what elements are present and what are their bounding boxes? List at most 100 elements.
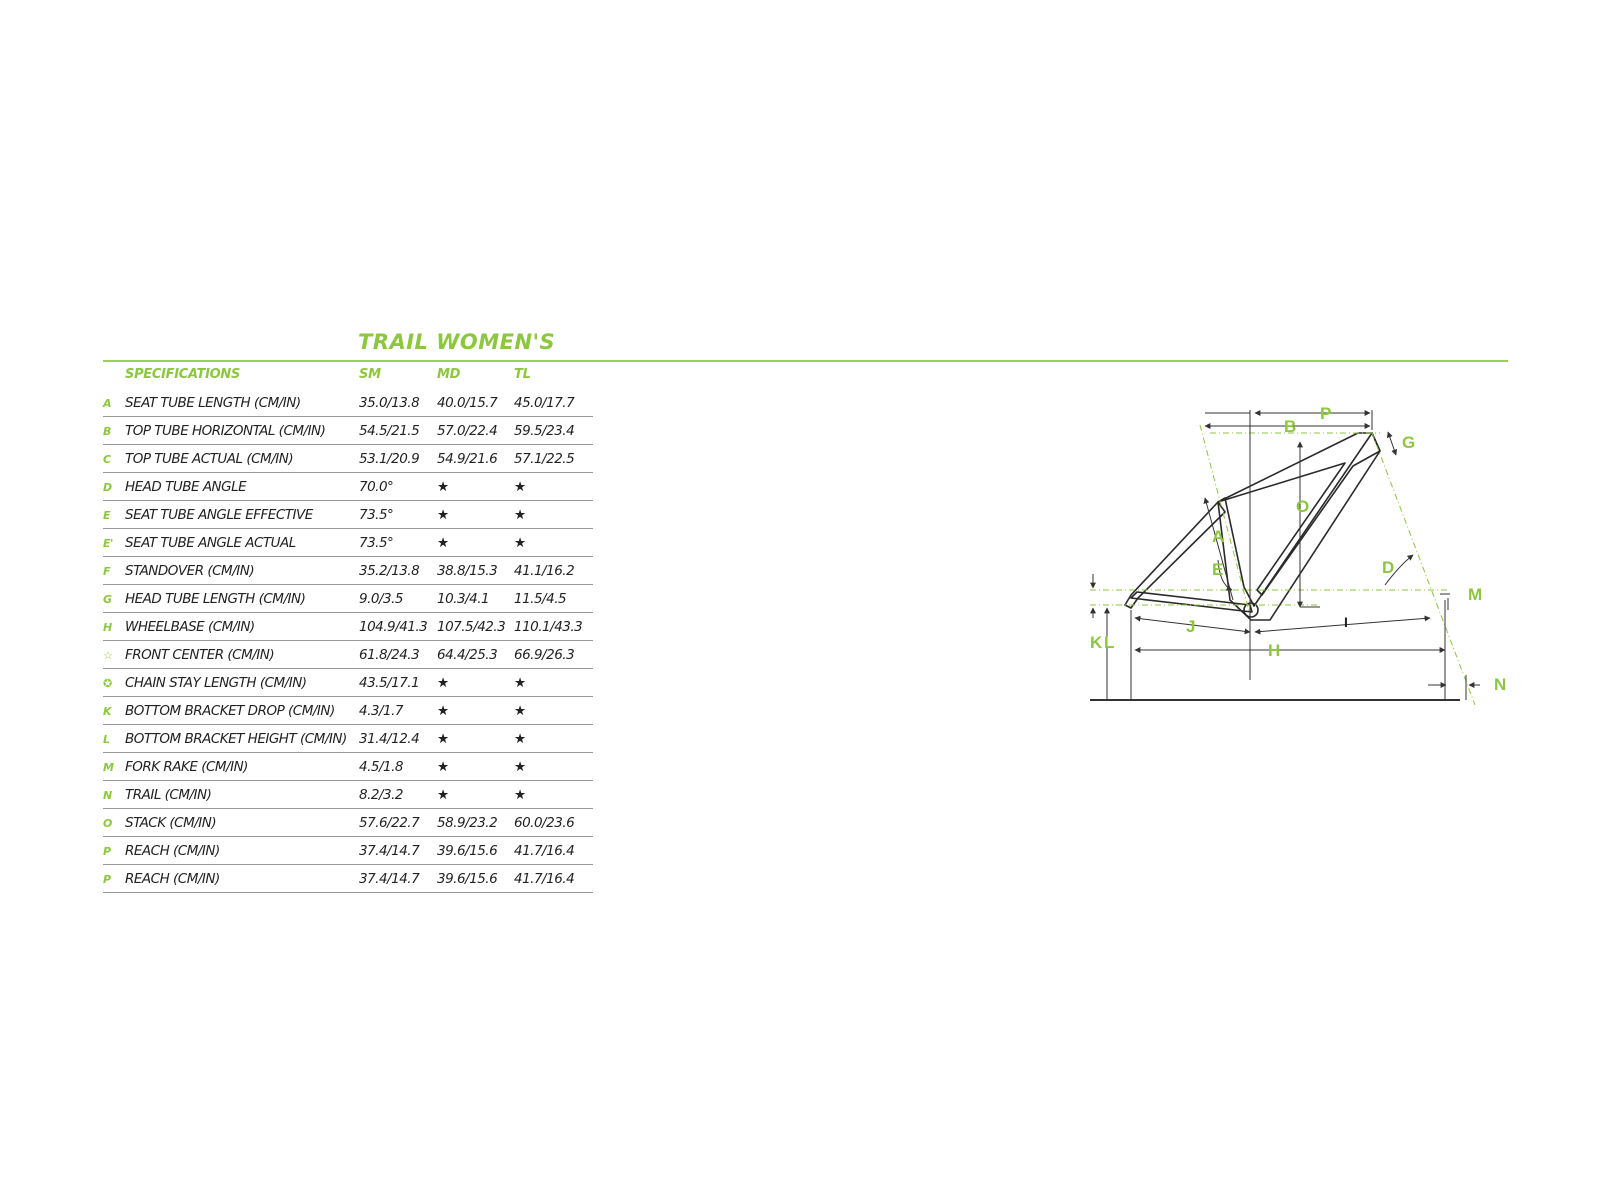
row-tl: ★	[514, 731, 526, 747]
row-name: BOTTOM BRACKET DROP (CM/IN)	[125, 703, 335, 719]
row-key: N	[103, 789, 112, 802]
row-name: REACH (CM/IN)	[125, 843, 220, 859]
row-tl: ★	[514, 703, 526, 719]
row-md: 40.0/15.7	[437, 395, 498, 411]
label-o: O	[1296, 497, 1309, 516]
row-md: ★	[437, 787, 449, 803]
row-sm: 57.6/22.7	[359, 815, 420, 831]
row-key: G	[103, 593, 112, 606]
row-sm: 37.4/14.7	[359, 843, 420, 859]
row-tl: ★	[514, 759, 526, 775]
row-md: ★	[437, 507, 449, 523]
row-tl: 59.5/23.4	[514, 423, 575, 439]
label-e: E	[1212, 560, 1223, 579]
row-md: ★	[437, 759, 449, 775]
label-b: B	[1284, 417, 1296, 436]
row-name: FORK RAKE (CM/IN)	[125, 759, 248, 775]
row-md: ★	[437, 703, 449, 719]
row-md: 39.6/15.6	[437, 871, 498, 887]
row-md: 10.3/4.1	[437, 591, 490, 607]
label-h: H	[1268, 641, 1280, 660]
row-md: 38.8/15.3	[437, 563, 498, 579]
row-md: 107.5/42.3	[437, 619, 506, 635]
row-key: F	[103, 565, 111, 578]
row-sm: 104.9/41.3	[359, 619, 428, 635]
row-name: CHAIN STAY LENGTH (CM/IN)	[125, 675, 307, 691]
row-key: D	[103, 481, 112, 494]
label-j: J	[1186, 617, 1195, 636]
row-name: HEAD TUBE ANGLE	[125, 479, 247, 495]
row-key: C	[103, 453, 111, 466]
row-sm: 35.2/13.8	[359, 563, 420, 579]
row-sm: 4.3/1.7	[359, 703, 404, 719]
row-md: ★	[437, 675, 449, 691]
row-name: STANDOVER (CM/IN)	[125, 563, 255, 579]
row-sm: 73.5°	[359, 507, 394, 523]
header-sm: SM	[359, 367, 381, 382]
label-i: I	[1344, 614, 1348, 630]
row-sm: 61.8/24.3	[359, 647, 420, 663]
row-tl: ★	[514, 675, 526, 691]
page-title: TRAIL WOMEN'S	[358, 330, 556, 354]
row-tl: ★	[514, 535, 526, 551]
row-tl: ★	[514, 479, 526, 495]
table-row: M FORK RAKE (CM/IN) 4.5/1.8 ★ ★	[103, 753, 593, 781]
row-key: L	[103, 733, 110, 746]
label-l: L	[1104, 633, 1114, 652]
header-specifications: SPECIFICATIONS	[125, 367, 241, 382]
table-row: A SEAT TUBE LENGTH (CM/IN) 35.0/13.8 40.0/1…	[103, 389, 593, 417]
row-tl: 110.1/43.3	[514, 619, 583, 635]
header-tl: TL	[514, 367, 531, 382]
row-md: 54.9/21.6	[437, 451, 498, 467]
row-key: P	[103, 845, 111, 858]
table-row: P REACH (CM/IN) 37.4/14.7 39.6/15.6 41.7/16.…	[103, 837, 593, 865]
row-md: ★	[437, 731, 449, 747]
row-key: K	[103, 705, 112, 718]
row-sm: 43.5/17.1	[359, 675, 420, 691]
table-row: ✪ CHAIN STAY LENGTH (CM/IN) 43.5/17.1 ★ ★	[103, 669, 593, 697]
label-p: P	[1320, 404, 1331, 423]
row-sm: 73.5°	[359, 535, 394, 551]
row-md: ★	[437, 479, 449, 495]
row-name: TRAIL (CM/IN)	[125, 787, 212, 803]
row-key: E	[103, 509, 111, 522]
row-name: SEAT TUBE ANGLE EFFECTIVE	[125, 507, 313, 523]
row-name: STACK (CM/IN)	[125, 815, 217, 831]
dimension-lines	[1090, 410, 1480, 701]
row-key: H	[103, 621, 112, 634]
row-sm: 8.2/3.2	[359, 787, 404, 803]
row-tl: ★	[514, 787, 526, 803]
row-key: P	[103, 873, 111, 886]
label-a: A	[1212, 527, 1224, 546]
label-m: M	[1468, 585, 1482, 604]
row-sm: 35.0/13.8	[359, 395, 420, 411]
frame-outline	[1124, 432, 1381, 621]
row-name: TOP TUBE ACTUAL (CM/IN)	[125, 451, 294, 467]
row-name: TOP TUBE HORIZONTAL (CM/IN)	[125, 423, 326, 439]
dimension-labels: P B G O A E D M J K L H N	[1090, 404, 1506, 694]
row-name: SEAT TUBE LENGTH (CM/IN)	[125, 395, 301, 411]
row-name: SEAT TUBE ANGLE ACTUAL	[125, 535, 296, 551]
row-key: M	[103, 761, 114, 774]
label-g: G	[1402, 433, 1415, 452]
row-key: B	[103, 425, 111, 438]
frame-geometry-diagram: P B G O A E D M J K L H N I	[1090, 404, 1506, 706]
row-key: ✪	[103, 677, 112, 690]
row-key: A	[103, 397, 112, 410]
table-row: K BOTTOM BRACKET DROP (CM/IN) 4.3/1.7 ★ ★	[103, 697, 593, 725]
row-tl: 41.7/16.4	[514, 843, 575, 859]
row-sm: 4.5/1.8	[359, 759, 404, 775]
row-sm: 54.5/21.5	[359, 423, 420, 439]
row-md: 39.6/15.6	[437, 843, 498, 859]
table-row: N TRAIL (CM/IN) 8.2/3.2 ★ ★	[103, 781, 593, 809]
title-rule	[103, 360, 1508, 362]
